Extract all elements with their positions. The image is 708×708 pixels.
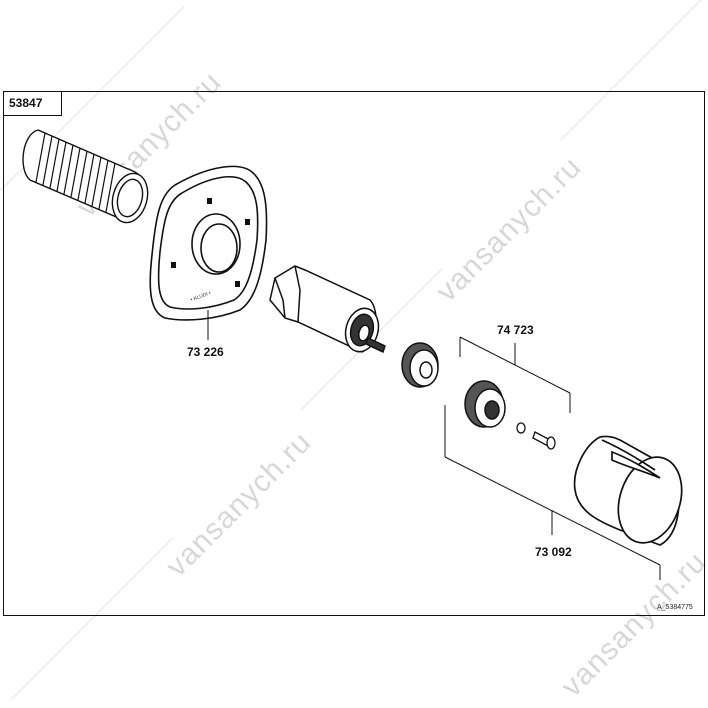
escutcheon-rosette <box>149 165 268 340</box>
handle-kit-bracket <box>444 405 661 580</box>
part-label-nut-kit: 74 723 <box>497 323 534 337</box>
extension-sleeve <box>22 129 149 224</box>
nut-kit-bracket <box>459 336 571 413</box>
valve-cartridge <box>269 265 386 354</box>
diagram-frame <box>3 91 705 616</box>
drawing-code: A_5384775 <box>657 604 693 611</box>
spacer-ring <box>401 342 439 388</box>
part-label-handle-kit: 73 092 <box>535 545 572 559</box>
handle-knob <box>573 435 683 546</box>
sleeve-nut <box>464 380 506 428</box>
washer <box>516 422 526 434</box>
part-label-rosette: 73 226 <box>187 345 224 359</box>
diagram-id-label: 53847 <box>3 91 62 116</box>
fixing-screw <box>532 431 556 450</box>
